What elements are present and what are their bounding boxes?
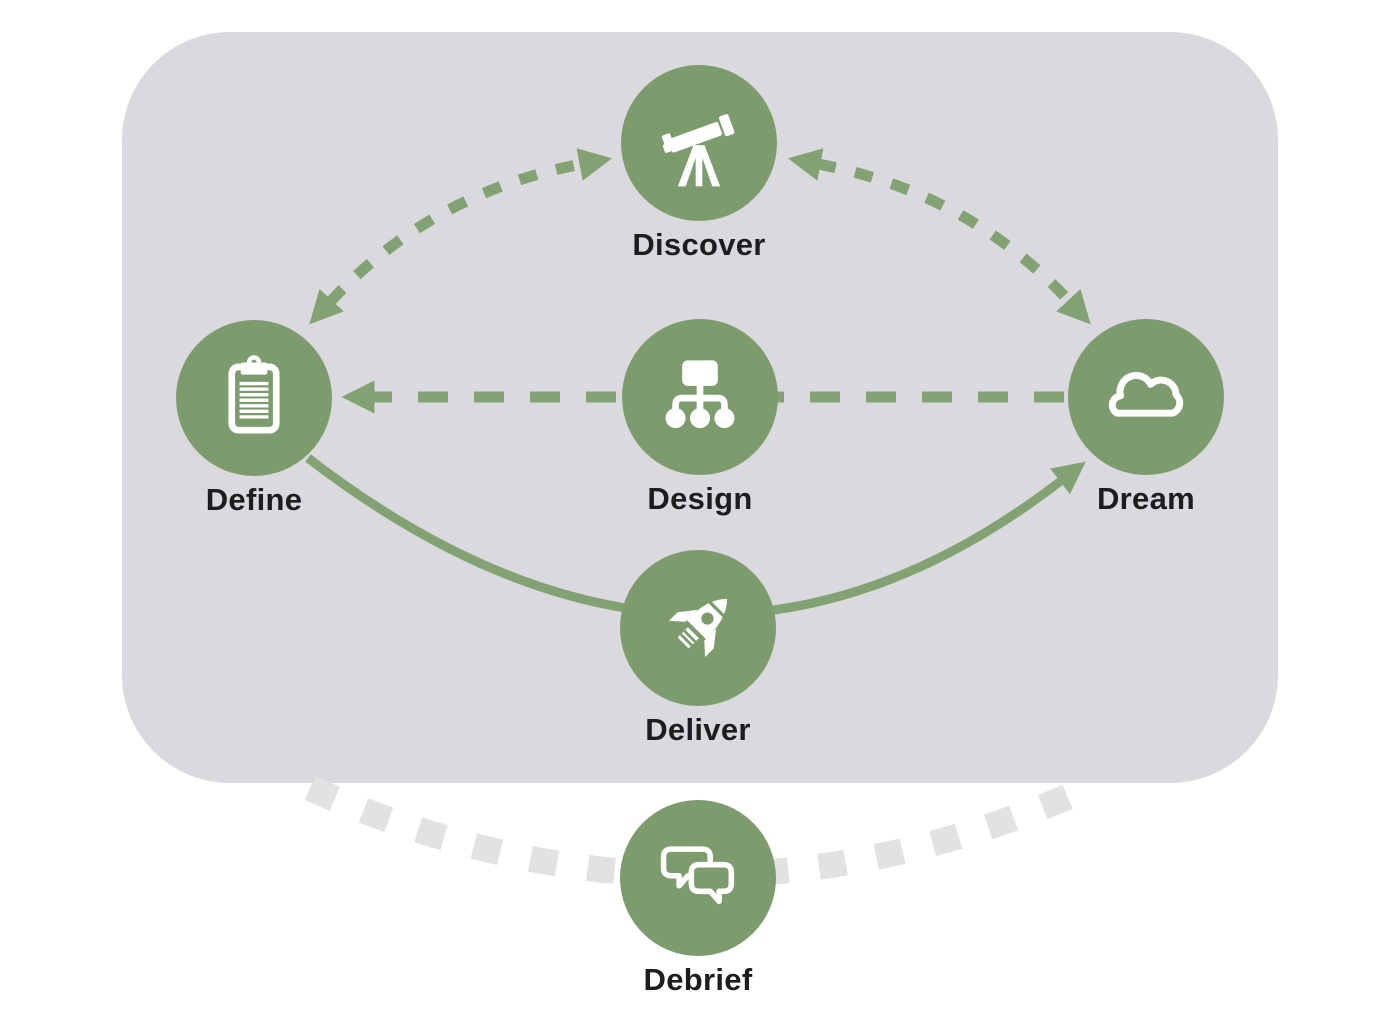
node-label: Design: [647, 481, 753, 516]
node-label: Discover: [632, 227, 766, 262]
design-circle: [622, 319, 778, 475]
clipboard-icon-shapes: [228, 355, 280, 434]
cloud-icon: [1108, 371, 1184, 417]
deliver-circle: [620, 550, 776, 706]
node-label: Deliver: [645, 712, 751, 747]
chat-bubbles-icon: [660, 846, 735, 905]
node-dream: Dream: [1068, 319, 1224, 516]
rocket-icon-shapes: [668, 598, 728, 658]
clipboard-icon: [228, 355, 280, 434]
dream-circle: [1068, 319, 1224, 475]
discover-circle: [621, 65, 777, 221]
node-debrief: Debrief: [620, 800, 776, 997]
cloud-icon-shape: [1108, 371, 1184, 417]
telescope-icon-shapes: [661, 114, 735, 187]
node-deliver: Deliver: [620, 550, 776, 747]
node-design: Design: [622, 319, 778, 516]
node-define: Define: [176, 320, 332, 517]
debrief-circle: [620, 800, 776, 956]
node-label: Dream: [1097, 481, 1195, 516]
rocket-icon: [668, 598, 728, 658]
dashed-curve-discover-dream: [787, 148, 1091, 325]
dashed-curve-define-discover: [309, 148, 613, 325]
define-circle: [176, 320, 332, 476]
sitemap-icon-shapes: [665, 360, 735, 429]
telescope-icon: [661, 114, 735, 187]
node-label: Define: [205, 482, 303, 517]
node-label: Debrief: [643, 962, 753, 997]
sitemap-icon: [665, 360, 735, 429]
debrief-loop-arc: [304, 776, 1094, 888]
chat-bubbles-icon-shapes: [660, 846, 735, 905]
node-discover: Discover: [621, 65, 777, 262]
